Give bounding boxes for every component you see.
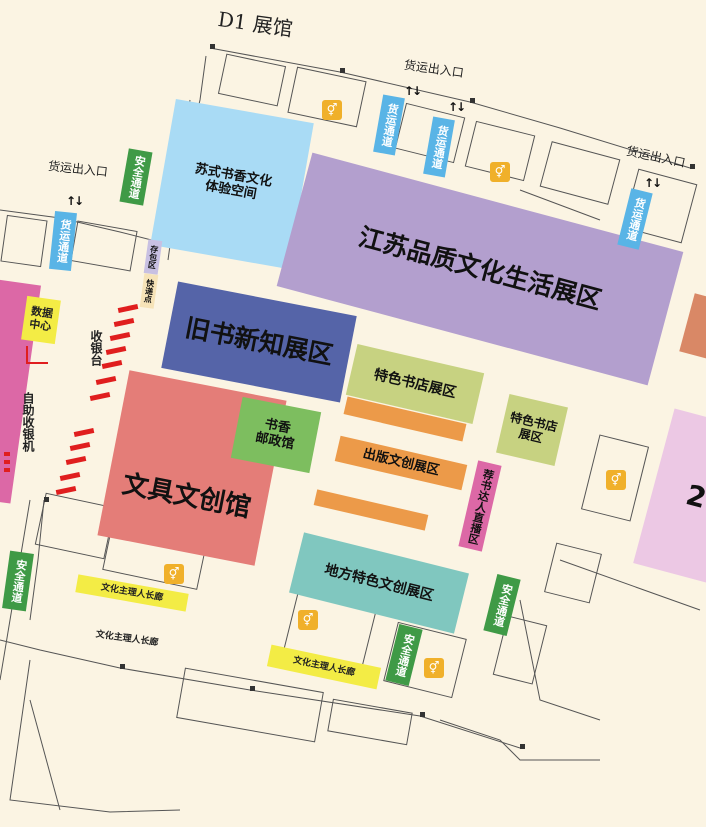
self-checkout-label: 自助收银机 <box>21 392 35 452</box>
self-checkout-bar <box>4 468 10 472</box>
zone-data-center[interactable]: 数据 中心 <box>21 295 61 345</box>
arrow-up-down-icon: ↑↓ <box>66 194 84 208</box>
arrow-up-down-icon: ↑↓ <box>644 176 662 190</box>
arrow-up-down-icon: ↑↓ <box>404 84 422 98</box>
restroom-icon: ⚥ <box>490 162 510 182</box>
right-edge-label: 2 <box>682 478 706 515</box>
restroom-icon: ⚥ <box>298 610 318 630</box>
self-checkout-marker <box>26 346 48 364</box>
arrow-up-down-icon: ↑↓ <box>448 100 466 114</box>
restroom-icon: ⚥ <box>606 470 626 490</box>
self-checkout-bar <box>4 452 10 456</box>
restroom-icon: ⚥ <box>322 100 342 120</box>
self-checkout-bar <box>4 460 10 464</box>
restroom-icon: ⚥ <box>164 564 184 584</box>
restroom-icon: ⚥ <box>424 658 444 678</box>
cashier-label: 收银台 <box>89 330 103 366</box>
